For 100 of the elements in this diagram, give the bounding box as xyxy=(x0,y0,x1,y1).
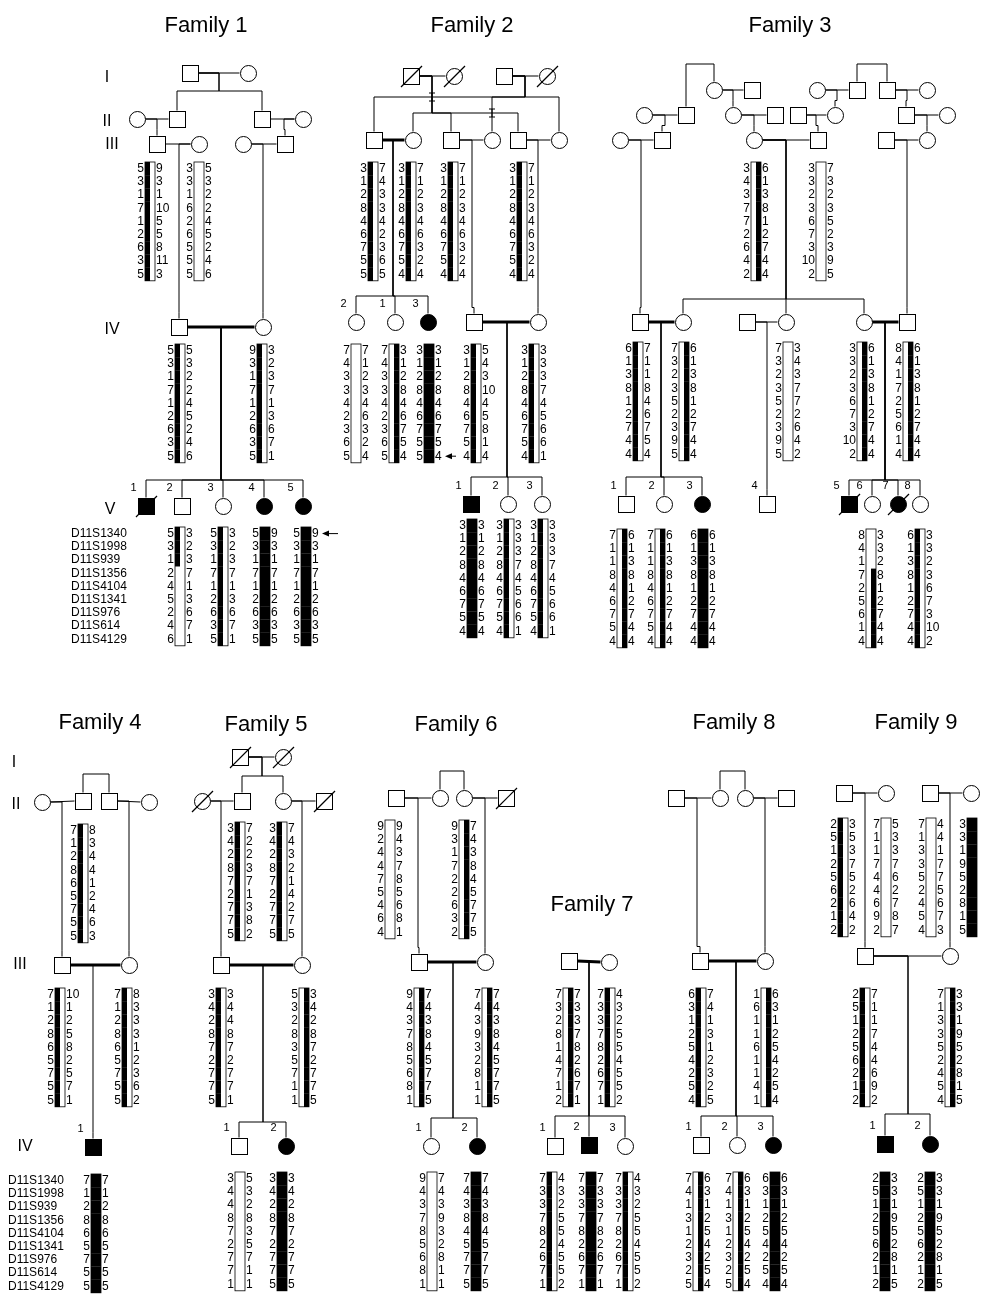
allele-column: 6 1 3 8 1 2 7 4 4 xyxy=(628,529,635,648)
individual-number: 1 xyxy=(223,1122,230,1134)
allele-column: 3 3 3 7 4 5 6 6 1 xyxy=(515,519,522,638)
allele-column: 3 3 1 9 5 2 8 1 5 xyxy=(959,818,966,937)
allele-column: 7 4 3 9 3 2 8 1 1 xyxy=(474,988,481,1107)
allele-column: 9 4 3 7 8 5 6 8 1 xyxy=(419,1172,426,1291)
allele-column: 5 3 2 2 4 5 2 4 6 xyxy=(186,344,193,463)
allele-column: 3 1 2 8 4 6 7 5 4 xyxy=(521,344,528,463)
allele-column: 7 4 3 3 4 2 3 6 5 xyxy=(343,344,350,463)
allele-column: 3 2 3 7 1 3 6 7 1 xyxy=(229,527,236,646)
allele-column: 7 1 2 3 4 6 3 2 4 xyxy=(528,162,535,281)
generation-numeral: V xyxy=(104,500,116,518)
individual-number: 2 xyxy=(721,1121,728,1133)
allele-column: 9 4 3 7 8 5 6 8 1 xyxy=(396,820,403,939)
descent-line xyxy=(753,797,766,953)
allele-column: 3 1 2 8 4 6 7 5 5 xyxy=(416,344,423,463)
generation-numeral: I xyxy=(104,68,110,86)
allele-column: 6 1 3 8 1 2 7 4 4 xyxy=(709,529,716,648)
individual-number: 3 xyxy=(757,1121,764,1133)
individual-number: 3 xyxy=(686,480,693,492)
allele-column: 7 1 2 8 6 5 7 5 5 xyxy=(114,988,121,1107)
sibling-line xyxy=(82,773,110,793)
descent-line xyxy=(852,792,866,948)
descent-line xyxy=(198,72,263,111)
allele-column: 7 3 3 7 8 2 6 7 1 xyxy=(578,1172,585,1291)
descent-line xyxy=(229,964,287,1138)
individual-number: 2 xyxy=(914,1120,921,1132)
family-title: Family 1 xyxy=(164,12,248,38)
consanguinity-line xyxy=(708,959,757,963)
allele-column: 7 1 2 8 6 5 7 5 5 xyxy=(83,1174,90,1293)
sibling-line xyxy=(685,63,715,107)
consanguinity-line xyxy=(577,959,601,964)
allele-column: 4 3 2 5 5 4 5 5 2 xyxy=(558,1172,565,1291)
descent-line xyxy=(50,801,63,957)
allele-column: 7 3 2 3 5 2 3 9 5 xyxy=(671,342,678,461)
descent-line xyxy=(251,143,264,319)
allele-column: 3 3 2 3 6 7 3 10 2 xyxy=(801,162,815,281)
allele-column: 6 3 1 2 5 4 2 5 4 xyxy=(781,1172,788,1291)
allele-column: 7 4 3 3 4 2 3 6 5 xyxy=(381,344,388,463)
allele-column: 3 2 3 7 1 3 6 7 1 xyxy=(186,527,193,646)
descent-line xyxy=(178,143,191,319)
allele-column: 5 3 3 7 6 2 7 8 7 xyxy=(892,818,899,937)
individual-number: 2 xyxy=(166,482,173,494)
descent-line xyxy=(895,89,908,107)
individual-number: 3 xyxy=(412,298,419,310)
descent-line xyxy=(459,139,475,314)
allele-column: 3 1 2 8 4 6 7 5 4 xyxy=(530,519,537,638)
descent-line xyxy=(872,321,921,496)
allele-column: 6 1 3 8 1 2 7 4 4 xyxy=(907,529,914,648)
allele-column: 3 1 2 8 4 6 7 5 4 xyxy=(509,162,516,281)
descent-line xyxy=(628,139,642,314)
individual-number: 2 xyxy=(573,1121,580,1133)
allele-column: 3 3 2 3 6 7 3 10 2 xyxy=(842,342,856,461)
descent-line xyxy=(938,792,951,948)
allele-column: 3 2 3 7 1 3 6 7 1 xyxy=(268,344,275,463)
allele-column: 3 4 2 8 7 2 7 7 5 xyxy=(288,1172,295,1291)
descent-line xyxy=(806,114,819,132)
allele-column: 7 4 1 3 1 2 3 2 5 xyxy=(685,1172,692,1291)
allele-column: 3 1 2 8 4 6 7 5 4 xyxy=(398,162,405,281)
descent-line xyxy=(291,800,303,957)
consanguinity-line xyxy=(872,320,899,324)
allele-column: 9 3 1 7 1 2 6 3 5 xyxy=(249,344,256,463)
allele-column: 7 3 2 3 5 2 3 9 5 xyxy=(827,162,834,281)
sibling-line xyxy=(719,770,746,790)
allele-column: 8 3 3 3 1 2 3 6 2 xyxy=(133,988,140,1107)
allele-column: 6 1 3 8 1 2 7 4 4 xyxy=(666,529,673,648)
allele-column: 9 3 1 7 2 2 6 3 2 xyxy=(451,820,458,939)
allele-column: 3 4 3 7 7 2 6 4 2 xyxy=(743,162,750,281)
allele-column: 5 3 1 7 1 2 6 3 5 xyxy=(137,162,144,281)
allele-column: 7 3 3 7 8 2 6 7 1 xyxy=(615,1172,622,1291)
allele-column: 7 3 3 7 8 2 6 7 1 xyxy=(574,988,581,1107)
allele-column: 8 3 4 4 1 2 4 6 3 xyxy=(89,824,96,943)
descent-line xyxy=(117,800,130,957)
generation-numeral: III xyxy=(13,955,27,973)
allele-column: 5 3 1 2 4 5 2 4 6 xyxy=(167,527,174,646)
allele-column: 6 3 1 2 5 4 2 5 4 xyxy=(744,1172,751,1291)
sibling-line xyxy=(439,770,465,790)
allele-column: 7 1 1 8 4 6 7 5 4 xyxy=(644,342,651,461)
individual-number: 3 xyxy=(526,480,533,492)
allele-column: 7 4 3 8 4 5 7 7 5 xyxy=(482,1172,489,1291)
consanguinity-line xyxy=(382,138,405,142)
allele-column: 3 3 3 7 4 5 6 6 1 xyxy=(540,344,547,463)
individual-number: 5 xyxy=(287,482,294,494)
descent-line xyxy=(482,321,543,496)
individual-number: 4 xyxy=(248,482,255,494)
allele-column: 3 4 4 8 7 2 7 7 1 xyxy=(227,988,234,1107)
allele-column: 7 3 3 7 8 2 6 7 1 xyxy=(597,1172,604,1291)
allele-column: 7 2 2 3 7 1 3 8 2 xyxy=(246,822,253,941)
allele-column: 3 1 2 8 4 6 7 5 4 xyxy=(435,344,442,463)
consanguinity-line xyxy=(187,325,255,329)
descent-line xyxy=(755,321,768,496)
descent-line xyxy=(914,114,928,132)
descent-line xyxy=(873,955,931,1136)
family-title: Family 4 xyxy=(58,709,142,735)
descent-line xyxy=(512,75,560,132)
allele-column: 5 3 2 8 3 5 7 1 1 xyxy=(291,988,298,1107)
allele-column: 6 3 1 2 5 4 2 5 4 xyxy=(688,988,695,1107)
generation-numeral: I xyxy=(11,753,17,771)
family-title: Family 8 xyxy=(692,709,776,735)
descent-line xyxy=(187,326,304,498)
